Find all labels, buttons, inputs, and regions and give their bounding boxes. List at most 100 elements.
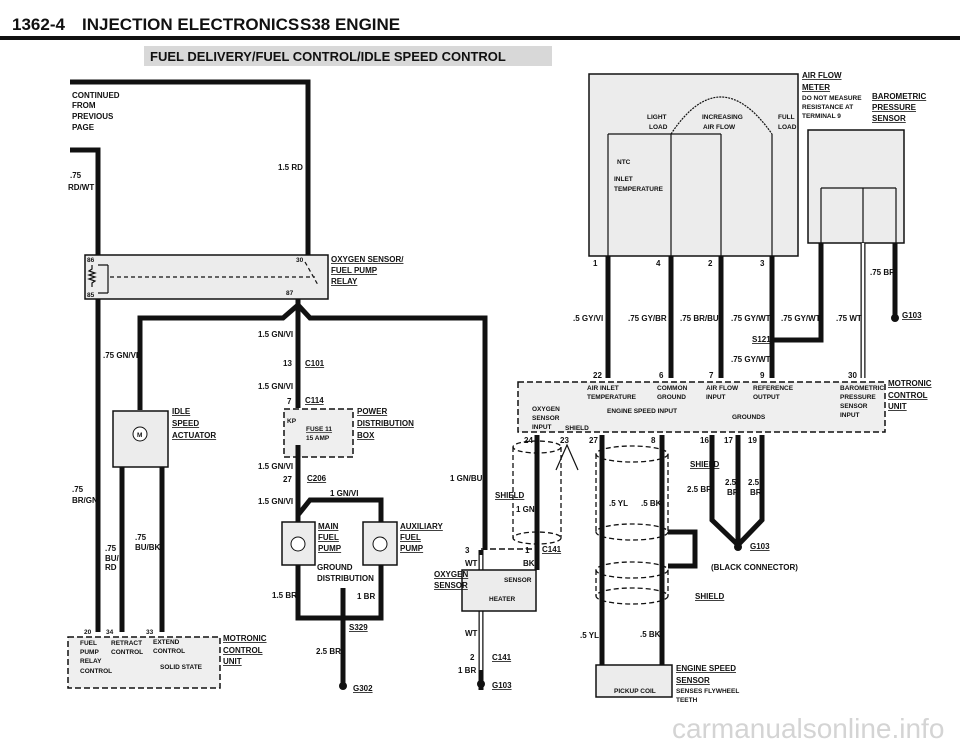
relay-name: OXYGEN SENSOR/ bbox=[331, 255, 404, 264]
ground-icon bbox=[477, 680, 485, 688]
wires-ground-br bbox=[709, 435, 765, 547]
splice-s329: S329 bbox=[349, 623, 368, 632]
ground-dist-label: DISTRIBUTION bbox=[317, 574, 374, 583]
wire-label: WT bbox=[465, 629, 478, 638]
diagram-element: BAROMETRIC bbox=[840, 385, 884, 392]
diagram-element: .75 GY/BR bbox=[628, 314, 667, 323]
diagram-element: 9 bbox=[760, 371, 765, 380]
diagram-element: .75 GY/WT bbox=[731, 314, 771, 323]
relay-coil-icon bbox=[87, 264, 109, 294]
diagram-element: LIGHT bbox=[647, 114, 667, 121]
connector-c206: C206 bbox=[307, 474, 327, 483]
diagram-element: 19 bbox=[748, 436, 757, 445]
diagram-element: .5 BK bbox=[641, 499, 662, 508]
diagram-element: FROM bbox=[72, 101, 96, 110]
ground-icon bbox=[339, 682, 347, 690]
diagram-element: PAGE bbox=[72, 123, 95, 132]
page-number: 1362-4 bbox=[12, 15, 65, 34]
oxygen-sensor bbox=[461, 569, 537, 612]
ecu-pin: 20 bbox=[84, 629, 92, 636]
heater-label: HEATER bbox=[489, 596, 516, 603]
wire-label: 2.5 BR bbox=[316, 647, 341, 656]
ecu-pin: 34 bbox=[106, 629, 114, 636]
baro-sensor-name: SENSOR bbox=[872, 114, 906, 123]
diagram-element: RETRACT bbox=[111, 640, 142, 647]
connector-c141: C141 bbox=[492, 653, 512, 662]
diagram-element: INCREASING bbox=[702, 114, 743, 121]
fuse-label: 15 AMP bbox=[306, 435, 330, 442]
diagram-element: 16 bbox=[700, 436, 709, 445]
diagram-element bbox=[595, 570, 669, 596]
aux-pump-label: PUMP bbox=[400, 544, 424, 553]
motor-icon bbox=[290, 536, 306, 552]
diagram-element: 8 bbox=[651, 436, 656, 445]
wire-rd-wt bbox=[70, 147, 101, 255]
diagram-element: .5 YL bbox=[609, 499, 628, 508]
auxiliary-fuel-pump bbox=[362, 521, 398, 566]
relay-pin: 86 bbox=[87, 257, 95, 264]
ecu-name: UNIT bbox=[223, 657, 242, 666]
meter-note: TERMINAL 9 bbox=[802, 113, 841, 120]
ecu-name: MOTRONIC bbox=[888, 379, 932, 388]
connector-c101: C101 bbox=[305, 359, 325, 368]
diagram-element: COMMON bbox=[657, 385, 688, 392]
diagram-element: (BLACK CONNECTOR) bbox=[711, 563, 798, 572]
wire-1-gn-bu bbox=[296, 303, 488, 550]
meter-note: RESISTANCE AT bbox=[802, 104, 853, 111]
right-wire-labels: .5 GY/VI .75 GY/BR .75 BR/BU .75 GY/WT .… bbox=[573, 268, 895, 364]
relay-pin: 87 bbox=[286, 290, 294, 297]
idle-actuator-label: SPEED bbox=[172, 419, 199, 428]
diagram-element: BR bbox=[750, 488, 762, 497]
ecu-name: UNIT bbox=[888, 402, 907, 411]
connector-c114: C114 bbox=[305, 396, 324, 405]
diagram-element: 23 bbox=[560, 436, 569, 445]
motronic-control-unit-right bbox=[517, 381, 886, 433]
ecu-name: MOTRONIC bbox=[223, 634, 267, 643]
watermark: carmanualsonline.info bbox=[672, 713, 944, 744]
diagram-element: CONTROL bbox=[80, 668, 112, 675]
power-box-name: DISTRIBUTION bbox=[357, 419, 414, 428]
ess-note: TEETH bbox=[676, 697, 698, 704]
ecu-name: CONTROL bbox=[223, 646, 263, 655]
air-flow-meter-name: AIR FLOW bbox=[802, 71, 842, 80]
wire-label: .75 bbox=[105, 544, 117, 553]
diagram-element bbox=[595, 445, 669, 463]
wire-label: RD bbox=[105, 563, 117, 572]
connector-pin: 27 bbox=[283, 475, 292, 484]
diagram-element: 6 bbox=[659, 371, 664, 380]
diagram-element: 7 bbox=[709, 371, 714, 380]
fuse-label: FUSE 11 bbox=[306, 426, 332, 433]
motronic-control-unit-left bbox=[67, 636, 221, 689]
ground-icon bbox=[891, 314, 899, 322]
section-title: INJECTION ELECTRONICS bbox=[82, 15, 299, 34]
engine-title: S38 ENGINE bbox=[300, 15, 400, 34]
diagram-element: ENGINE SPEED INPUT bbox=[607, 408, 677, 415]
shield-link bbox=[555, 443, 579, 471]
sensor-label: SENSOR bbox=[504, 577, 532, 584]
diagram-element: 24 bbox=[524, 436, 533, 445]
diagram-element: LOAD bbox=[778, 124, 797, 131]
diagram-element: 2.5 bbox=[725, 478, 737, 487]
diagram-element: .75 GY/WT bbox=[781, 314, 821, 323]
wire-label: 1.5 RD bbox=[278, 163, 303, 172]
diagram-element: RELAY bbox=[80, 658, 102, 665]
wire-label: 1.5 GN/VI bbox=[258, 462, 293, 471]
meter-pin: 2 bbox=[708, 259, 713, 268]
air-flow-meter-name: METER bbox=[802, 83, 830, 92]
diagram-element: .5 GY/VI bbox=[573, 314, 603, 323]
wire-1-5-rd bbox=[70, 79, 311, 255]
subtitle-band bbox=[144, 46, 552, 66]
main-pump-label: MAIN bbox=[318, 522, 339, 531]
diagram-element: CONTROL bbox=[111, 649, 143, 656]
meter-note: DO NOT MEASURE bbox=[802, 95, 862, 102]
diagram-element: NTC bbox=[617, 159, 631, 166]
diagram-element: SENSOR bbox=[532, 415, 560, 422]
diagram-element: AIR INLET bbox=[587, 385, 619, 392]
baro-sensor-name: PRESSURE bbox=[872, 103, 917, 112]
diagram-subtitle: FUEL DELIVERY/FUEL CONTROL/IDLE SPEED CO… bbox=[150, 49, 506, 64]
